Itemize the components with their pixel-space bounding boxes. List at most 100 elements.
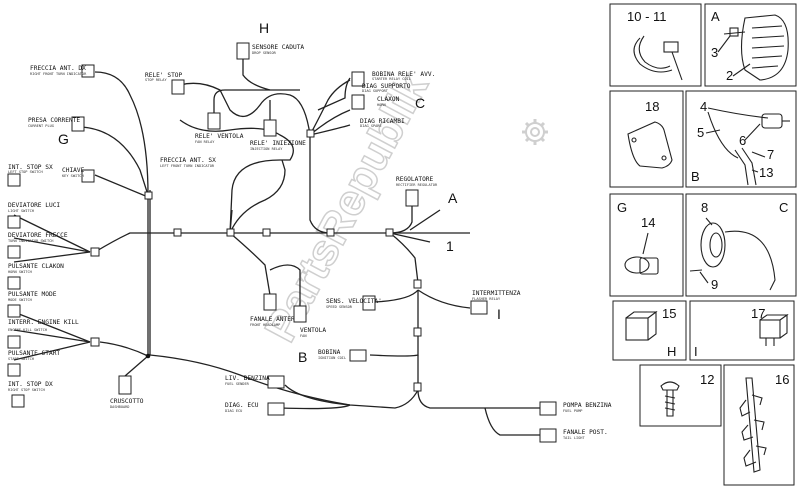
callout-B: B — [298, 349, 307, 365]
freccia-ant-dx-label: FRECCIA ANT. DX — [30, 65, 86, 72]
component-intermittenza: INTERMITTENZA FLASHER RELAY — [470, 290, 521, 315]
component-fanale-anter: FANALE ANTER. FRONT HEADLAMP — [250, 293, 298, 327]
flasher-relay-icon — [759, 319, 781, 339]
freccia-ant-dx-sub: RIGHT FRONT TURN INDICATOR — [30, 72, 87, 76]
diag-ricambi-label: DIAG RICAMBI — [360, 118, 405, 125]
bobina-label: BOBINA — [318, 349, 341, 356]
component-rele-ventola: RELE' VENTOLA FAN RELAY — [195, 112, 244, 144]
deviatore-luci-sub: LIGHT SWITCH — [8, 209, 34, 213]
int-stop-sx-label: INT. STOP SX — [8, 164, 53, 171]
panel-B-6: 6 — [739, 133, 746, 148]
freccia-ant-sx-sub: LEFT FRONT TURN INDICATOR — [160, 164, 215, 168]
panel-A: A 3 2 — [704, 3, 797, 87]
panel-18-number: 18 — [645, 99, 659, 114]
panel-12: 12 — [639, 364, 722, 427]
pulsante-clakon-sub: HORN SWITCH — [8, 270, 32, 274]
pulsante-mode-label: PULSANTE MODE — [8, 291, 57, 298]
panel-B: B 4 5 6 7 13 — [685, 90, 797, 188]
component-freccia-ant-sx: FRECCIA ANT. SX LEFT FRONT TURN INDICATO… — [160, 157, 216, 168]
deviatore-frecce-sub: TURN INDICATOR SWITCH — [8, 239, 53, 243]
panel-G: G 14 — [609, 193, 684, 297]
component-cruscotto: CRUSCOTTO DASHBOARD — [110, 375, 144, 409]
sensore-caduta-sub: DROP SENSOR — [252, 51, 277, 55]
panel-C-letter: C — [779, 200, 788, 215]
component-claxon: CLAXON HORN — [351, 94, 400, 110]
bobina-sub: IGNITION COIL — [318, 356, 346, 360]
int-stop-sx-sub: LEFT STOP SWITCH — [8, 170, 43, 174]
component-sensore-caduta: SENSORE CADUTA DROP SENSOR — [236, 42, 304, 60]
panel-16-number: 16 — [775, 372, 789, 387]
component-bobina: BOBINA IGNITION COIL — [318, 349, 367, 362]
sens-velocita-label: SENS. VELOCITA' — [326, 298, 382, 305]
cruscotto-sub: DASHBOARD — [110, 405, 129, 409]
component-presa-corrente: PRESA CORRENTE CURRENT PLUG — [28, 116, 85, 132]
panel-A-3: 3 — [711, 45, 718, 60]
panel-17-letter: I — [694, 344, 698, 359]
component-rele-iniezione: RELE' INIEZIONE INJECTION RELAY — [250, 119, 306, 151]
panel-A-2: 2 — [726, 68, 733, 83]
component-fanale-post: FANALE POST. TAIL LIGHT — [539, 428, 608, 443]
panel-G-14: 14 — [641, 215, 655, 230]
interr-engine-kill-label: INTERR. ENGINE KILL — [8, 319, 79, 326]
sens-velocita-sub: SPEED SENSOR — [326, 305, 353, 309]
deviatore-luci-label: DEVIATORE LUCI — [8, 202, 60, 209]
callout-C: C — [415, 95, 425, 111]
freccia-ant-sx-label: FRECCIA ANT. SX — [160, 157, 216, 164]
panel-A-letter: A — [711, 9, 720, 24]
relay-icon — [625, 317, 649, 341]
gear-icon — [522, 119, 548, 145]
presa-corrente-sub: CURRENT PLUG — [28, 124, 54, 128]
component-int-stop-dx: INT. STOP DX RIGHT STOP SWITCH — [8, 381, 53, 408]
presa-corrente-label: PRESA CORRENTE — [28, 117, 80, 124]
horn-icon — [700, 222, 726, 268]
regulator-icon — [740, 14, 789, 81]
panel-B-5: 5 — [697, 125, 704, 140]
power-socket-icon — [624, 256, 650, 274]
pompa-benzina-label: POMPA BENZINA — [563, 402, 612, 409]
rele-iniezione-sub: INJECTION RELAY — [250, 147, 283, 151]
component-rele-stop: RELE' STOP STOP RELAY — [145, 72, 185, 95]
claxon-label: CLAXON — [377, 96, 400, 103]
cruscotto-label: CRUSCOTTO — [110, 398, 144, 405]
sensore-caduta-label: SENSORE CADUTA — [252, 44, 304, 51]
diag-supporto-label: DIAG SUPPORTO — [362, 83, 411, 90]
panel-18: 18 — [609, 90, 684, 188]
component-bobina-rele-avv: BOBINA RELE' AVV. STARTER RELAY COIL — [351, 71, 435, 87]
interr-engine-kill-sub: ENGINE KILL SWITCH — [8, 328, 47, 332]
diag-supporto-sub: DIAG SUPPORT — [362, 89, 389, 93]
fanale-post-label: FANALE POST. — [563, 429, 608, 436]
callout-H: H — [259, 20, 269, 36]
component-pompa-benzina: POMPA BENZINA FUEL PUMP — [539, 401, 612, 416]
rele-iniezione-label: RELE' INIEZIONE — [250, 140, 306, 147]
bobina-rele-avv-label: BOBINA RELE' AVV. — [372, 71, 435, 78]
chiave-sub: KEY SWITCH — [62, 174, 84, 178]
ventola-label: VENTOLA — [300, 327, 326, 334]
component-ventola: VENTOLA FAN — [293, 305, 326, 338]
panel-G-letter: G — [617, 200, 627, 215]
panel-17-number: 17 — [751, 306, 765, 321]
ventola-sub: FAN — [300, 334, 307, 338]
component-sens-velocita: SENS. VELOCITA' SPEED SENSOR — [326, 295, 382, 311]
panel-B-7: 7 — [767, 147, 774, 162]
component-diag-supporto: DIAG SUPPORTO DIAG SUPPORT — [362, 83, 411, 93]
sensor-lead-icon — [707, 107, 769, 119]
bobina-rele-avv-sub: STARTER RELAY COIL — [372, 77, 411, 81]
chiave-label: CHIAVE — [62, 167, 85, 174]
intermittenza-label: INTERMITTENZA — [472, 290, 521, 297]
regolatore-label: REGOLATORE — [396, 176, 434, 183]
diag-ricambi-sub: DIAG SPARE — [360, 124, 382, 128]
component-regolatore: REGOLATORE RECTIFIER REGULATOR — [396, 176, 438, 207]
rele-ventola-label: RELE' VENTOLA — [195, 133, 244, 140]
panel-C-8: 8 — [701, 200, 708, 215]
gasket-icon — [627, 121, 673, 169]
pompa-benzina-sub: FUEL PUMP — [563, 409, 582, 413]
panel-15-number: 15 — [662, 306, 676, 321]
rele-stop-label: RELE' STOP — [145, 72, 183, 79]
component-chiave: CHIAVE KEY SWITCH — [62, 167, 95, 183]
component-pulsante-start: PULSANTE START START SWITCH — [7, 350, 60, 377]
panel-B-letter: B — [691, 169, 700, 184]
panel-12-number: 12 — [700, 372, 714, 387]
component-int-stop-sx: INT. STOP SX LEFT STOP SWITCH — [7, 164, 53, 187]
